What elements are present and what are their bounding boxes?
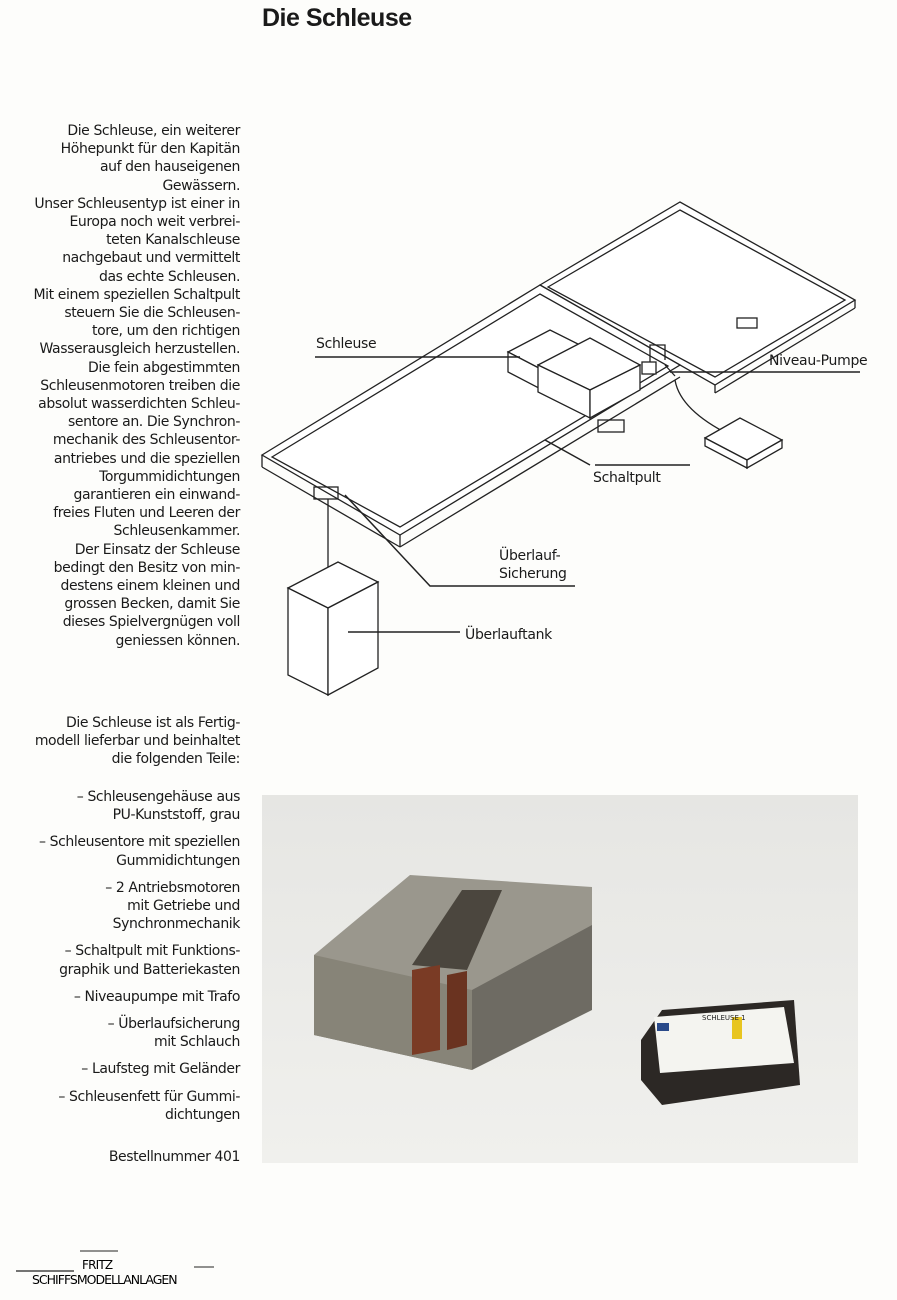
clamp xyxy=(597,419,625,433)
parts-list-item: – Laufsteg mit Geländer xyxy=(0,1060,240,1078)
parts-item-line: Synchronmechanik xyxy=(112,916,241,933)
intro-line: teten Kanalschleuse xyxy=(106,232,240,249)
parts-intro-line: Die Schleuse ist als Fertig- xyxy=(65,715,240,731)
intro-line: Europa noch weit verbrei- xyxy=(69,214,240,231)
parts-list-item: – Niveaupumpe mit Trafo xyxy=(0,988,241,1006)
parts-item-line: mit Getriebe und xyxy=(127,898,240,915)
intro-line: steuern Sie die Schleusen- xyxy=(64,305,240,322)
panel-title: SCHLEUSE 1 xyxy=(702,1014,746,1022)
order-number: Bestellnummer 401 xyxy=(108,1149,241,1165)
control-box-drawing xyxy=(703,417,784,470)
intro-line: garantieren ein einwand- xyxy=(73,487,241,504)
intro-line: Unser Schleusentyp ist einer in xyxy=(34,195,240,212)
intro-line: bedingt den Besitz von min- xyxy=(53,559,241,576)
intro-line: Die Schleuse, ein weiterer xyxy=(67,123,240,139)
parts-item-line: – Laufsteg mit Geländer xyxy=(81,1061,240,1078)
intro-line: antriebes und die speziellen xyxy=(53,450,240,467)
parts-intro-line: die folgenden Teile: xyxy=(111,751,241,768)
intro-line: grossen Becken, damit Sie xyxy=(64,596,240,613)
intro-line: Torgummidichtungen xyxy=(99,468,240,485)
parts-item-line: – Überlaufsicherung xyxy=(107,1016,241,1033)
label-ueberlauftank: Überlauftank xyxy=(465,627,552,643)
lock-gates xyxy=(506,329,642,420)
intro-line: destens einem kleinen und xyxy=(60,578,240,595)
page-title: Die Schleuse xyxy=(262,4,412,32)
intro-line: das echte Schleusen. xyxy=(98,268,240,285)
logo-line1: FRITZ xyxy=(82,1258,113,1272)
clamp xyxy=(736,317,758,329)
intro-line: auf den hauseigenen xyxy=(99,159,240,176)
lock-model-photo: SCHLEUSE 1 xyxy=(314,875,800,1105)
parts-item-line: PU-Kunststoff, grau xyxy=(112,807,241,824)
parts-item-line: – Schleusenfett für Gummi- xyxy=(58,1088,240,1105)
intro-line: mechanik des Schleusentor- xyxy=(52,432,241,449)
intro-line: geniessen können. xyxy=(115,632,241,649)
intro-line: Die fein abgestimmten xyxy=(88,359,240,376)
intro-line: Gewässern. xyxy=(162,177,240,194)
intro-line: Höhepunkt für den Kapitän xyxy=(60,141,241,158)
intro-line: Schleusenmotoren treiben die xyxy=(40,377,240,394)
intro-line: nachgebaut und vermittelt xyxy=(62,250,240,267)
parts-item-line: – Schleusentore mit speziellen xyxy=(38,834,240,851)
parts-item-line: Gummidichtungen xyxy=(116,852,240,869)
intro-line: sentore an. Die Synchron- xyxy=(68,414,240,431)
intro-line: Wasserausgleich herzustellen. xyxy=(39,341,240,358)
intro-line: Schleusenkammer. xyxy=(113,523,241,540)
parts-item-line: dichtungen xyxy=(165,1106,240,1123)
parts-intro-line: modell lieferbar und beinhaltet xyxy=(34,733,241,750)
intro-line: absolut wasserdichten Schleu- xyxy=(38,396,240,413)
parts-list-item: – Schleusenfett für Gummi-dichtungen xyxy=(0,1088,240,1124)
parts-item-line: mit Schlauch xyxy=(153,1034,240,1051)
fritz-logo: FRITZ SCHIFFSMODELLANLAGEN xyxy=(16,1250,214,1287)
parts-item-line: – Schleusengehäuse aus xyxy=(76,789,241,805)
label-ueberlauf: Überlauf- xyxy=(499,548,561,564)
parts-item-line: – Schaltpult mit Funktions- xyxy=(64,943,241,960)
parts-list-item: – Schaltpult mit Funktions-graphik und B… xyxy=(0,942,240,978)
parts-item-line: – Niveaupumpe mit Trafo xyxy=(73,988,241,1005)
parts-item-line: – 2 Antriebsmotoren xyxy=(105,879,240,896)
intro-line: Mit einem speziellen Schaltpult xyxy=(33,286,240,303)
label-schaltpult: Schaltpult xyxy=(593,470,661,486)
intro-line: Der Einsatz der Schleuse xyxy=(74,541,241,558)
product-photo: SCHLEUSE 1 xyxy=(262,795,858,1163)
lock-diagram xyxy=(260,201,860,697)
overflow-fitting xyxy=(313,486,339,500)
intro-line: freies Fluten und Leeren der xyxy=(53,505,240,522)
logo-line2: SCHIFFSMODELLANLAGEN xyxy=(32,1272,177,1287)
label-schleuse: Schleuse xyxy=(316,336,377,352)
leader-lines xyxy=(315,356,860,633)
intro-line: tore, um den richtigen xyxy=(92,323,240,340)
label-niveau-pumpe: Niveau-Pumpe xyxy=(769,353,868,369)
parts-intro: Die Schleuse ist als Fertig-modell liefe… xyxy=(0,714,241,769)
parts-item-line: graphik und Batteriekasten xyxy=(59,961,240,978)
label-sicherung: Sicherung xyxy=(499,566,567,582)
overflow-tank-drawing xyxy=(286,499,380,697)
intro-line: dieses Spielvergnügen voll xyxy=(62,614,241,631)
